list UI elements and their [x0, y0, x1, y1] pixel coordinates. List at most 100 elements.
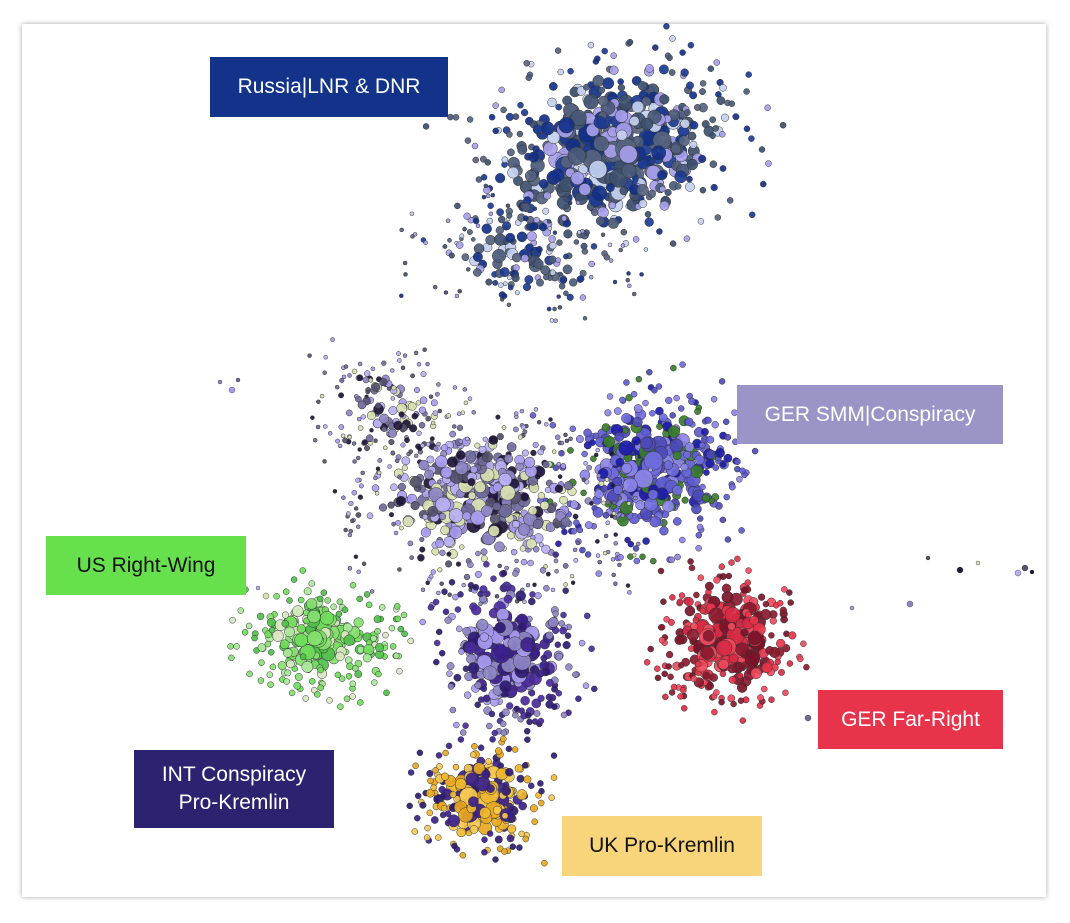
node: [744, 611, 752, 619]
node: [562, 264, 573, 275]
node: [699, 186, 707, 194]
node: [663, 616, 670, 623]
node: [643, 497, 659, 512]
node: [745, 567, 752, 574]
node: [334, 671, 342, 679]
node: [781, 586, 788, 593]
node: [431, 547, 440, 556]
node: [525, 243, 534, 253]
node: [577, 275, 585, 283]
node: [474, 681, 482, 689]
node: [462, 511, 472, 521]
node: [561, 528, 568, 536]
node: [440, 804, 448, 812]
node: [504, 565, 509, 571]
node: [357, 400, 367, 410]
node: [388, 438, 395, 446]
node: [430, 784, 437, 791]
node: [401, 630, 408, 638]
node: [416, 362, 422, 367]
node: [449, 791, 457, 799]
node: [694, 454, 705, 465]
node: [500, 485, 516, 501]
node: [660, 598, 667, 605]
node: [582, 682, 590, 689]
node: [559, 276, 567, 284]
node: [583, 83, 590, 91]
node: [713, 59, 721, 66]
node: [356, 374, 364, 382]
node: [684, 442, 695, 453]
node: [505, 232, 516, 243]
node: [506, 212, 513, 219]
node: [245, 622, 253, 630]
node: [525, 74, 533, 81]
node: [561, 215, 568, 222]
node: [956, 566, 964, 574]
node: [425, 361, 430, 367]
node: [554, 569, 559, 574]
node: [524, 736, 531, 743]
node: [678, 592, 686, 599]
node: [382, 631, 389, 639]
node: [337, 703, 344, 710]
node: [689, 121, 699, 130]
node: [494, 541, 505, 553]
node: [494, 233, 507, 246]
node: [465, 267, 471, 272]
node: [580, 489, 587, 497]
node: [490, 643, 511, 664]
node: [282, 588, 290, 595]
node: [573, 239, 580, 245]
node: [494, 835, 503, 844]
node: [552, 464, 560, 472]
node: [397, 358, 402, 363]
node: [703, 469, 710, 476]
node: [786, 660, 794, 667]
node: [475, 223, 481, 229]
node: [548, 255, 557, 264]
node: [418, 421, 426, 429]
node: [454, 202, 461, 210]
node: [370, 635, 377, 642]
node: [683, 450, 692, 459]
node: [578, 183, 592, 196]
node: [534, 473, 541, 480]
node: [743, 88, 750, 95]
node: [432, 598, 440, 606]
node: [700, 427, 709, 436]
node: [627, 283, 632, 289]
node: [539, 500, 550, 511]
node: [518, 830, 525, 838]
node: [441, 588, 448, 595]
node: [475, 550, 481, 557]
node: [639, 553, 646, 561]
node: [583, 428, 592, 438]
node: [453, 673, 462, 682]
node: [514, 764, 523, 773]
node: [400, 442, 406, 448]
node: [722, 418, 730, 426]
node: [584, 551, 592, 558]
node: [422, 123, 430, 130]
node: [631, 436, 641, 446]
node: [437, 567, 443, 573]
cluster-label-text: UK Pro-Kremlin: [589, 834, 735, 857]
node: [686, 628, 700, 642]
node: [565, 663, 573, 671]
node: [338, 675, 346, 682]
node: [522, 282, 532, 292]
node: [315, 424, 321, 430]
node: [526, 538, 537, 550]
node: [520, 424, 526, 430]
node: [521, 449, 529, 457]
node: [704, 416, 712, 424]
node: [272, 630, 284, 642]
node: [662, 693, 669, 701]
node: [672, 450, 682, 460]
node: [432, 284, 438, 290]
node: [505, 112, 514, 121]
node: [339, 377, 345, 383]
node: [543, 584, 550, 592]
node: [353, 554, 359, 559]
